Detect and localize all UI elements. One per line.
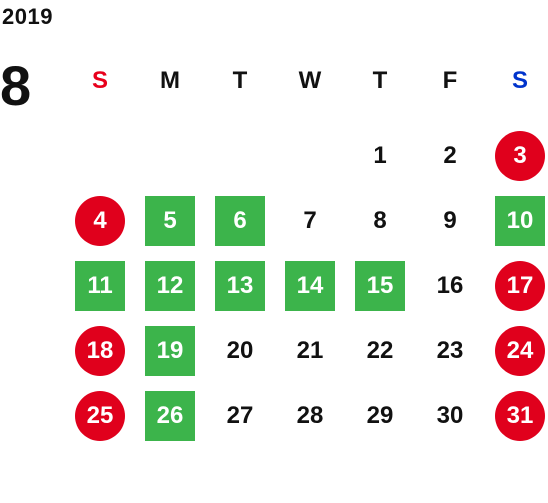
holiday-day: 25: [75, 390, 125, 441]
day-number: 20: [226, 336, 254, 364]
highlighted-day: 10: [495, 195, 545, 246]
day-number: 22: [366, 336, 394, 364]
day-cell[interactable]: 22: [345, 318, 415, 383]
day-cell[interactable]: 5: [135, 188, 205, 253]
day-number: 28: [296, 401, 324, 429]
weekday-header: T: [232, 66, 248, 94]
year-label: 2019: [2, 4, 53, 29]
day-cell[interactable]: 24: [485, 318, 548, 383]
holiday-day: 18: [75, 325, 125, 376]
day-cell[interactable]: 27: [205, 383, 275, 448]
day-cell[interactable]: 11: [65, 253, 135, 318]
day-cell[interactable]: 4: [65, 188, 135, 253]
highlighted-day: 14: [285, 260, 335, 311]
day-cell[interactable]: 3: [485, 123, 548, 188]
day-number: 7: [303, 206, 317, 234]
day-cell[interactable]: 9: [415, 188, 485, 253]
day-cell[interactable]: 25: [65, 383, 135, 448]
day-number: 9: [443, 206, 457, 234]
highlighted-day: 11: [75, 260, 125, 311]
day-cell[interactable]: 6: [205, 188, 275, 253]
day-cell[interactable]: 20: [205, 318, 275, 383]
highlighted-day: 6: [215, 195, 265, 246]
day-number: 1: [373, 141, 387, 169]
holiday-day: 24: [495, 325, 545, 376]
day-cell[interactable]: 7: [275, 188, 345, 253]
day-cell[interactable]: 18: [65, 318, 135, 383]
day-cell[interactable]: 13: [205, 253, 275, 318]
month-number: 8: [0, 54, 32, 117]
day-cell[interactable]: 26: [135, 383, 205, 448]
day-cell[interactable]: 23: [415, 318, 485, 383]
highlighted-day: 12: [145, 260, 195, 311]
weekday-header: M: [160, 66, 180, 94]
day-cell[interactable]: 28: [275, 383, 345, 448]
day-cell[interactable]: 12: [135, 253, 205, 318]
day-number: 2: [443, 141, 457, 169]
day-number: 16: [436, 271, 464, 299]
highlighted-day: 15: [355, 260, 405, 311]
day-cell[interactable]: 15: [345, 253, 415, 318]
day-cell: [275, 123, 345, 188]
day-cell[interactable]: 17: [485, 253, 548, 318]
highlighted-day: 5: [145, 195, 195, 246]
day-cell: [135, 123, 205, 188]
day-cell[interactable]: 14: [275, 253, 345, 318]
day-cell[interactable]: 16: [415, 253, 485, 318]
holiday-day: 3: [495, 130, 545, 181]
day-cell[interactable]: 1: [345, 123, 415, 188]
day-number: 30: [436, 401, 464, 429]
day-cell: [205, 123, 275, 188]
weekday-header: W: [298, 66, 322, 94]
day-cell[interactable]: 29: [345, 383, 415, 448]
weekday-header: S: [91, 66, 108, 94]
holiday-day: 17: [495, 260, 545, 311]
highlighted-day: 13: [215, 260, 265, 311]
day-number: 27: [226, 401, 254, 429]
day-number: 23: [436, 336, 464, 364]
day-number: 21: [296, 336, 324, 364]
day-cell[interactable]: 21: [275, 318, 345, 383]
day-cell[interactable]: 31: [485, 383, 548, 448]
day-number: 8: [373, 206, 387, 234]
weekday-header: S: [511, 66, 528, 94]
day-cell[interactable]: 10: [485, 188, 548, 253]
highlighted-day: 26: [145, 390, 195, 441]
weekday-header: F: [442, 66, 458, 94]
day-cell[interactable]: 30: [415, 383, 485, 448]
day-cell[interactable]: 8: [345, 188, 415, 253]
holiday-day: 4: [75, 195, 125, 246]
weekday-header: T: [372, 66, 388, 94]
day-cell: [65, 123, 135, 188]
holiday-day: 31: [495, 390, 545, 441]
day-cell[interactable]: 2: [415, 123, 485, 188]
highlighted-day: 19: [145, 325, 195, 376]
day-number: 29: [366, 401, 394, 429]
day-cell[interactable]: 19: [135, 318, 205, 383]
